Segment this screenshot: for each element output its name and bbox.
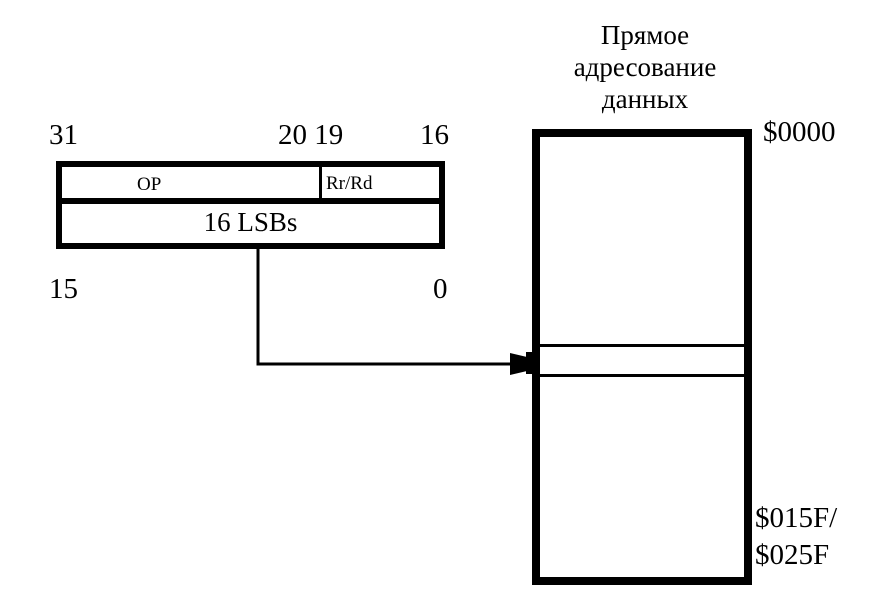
title-line-2: адресование	[573, 51, 717, 82]
bit-label-0: 0	[433, 273, 448, 305]
data-memory	[532, 129, 752, 585]
instruction-word: OP Rr/Rd 16 LSBs	[56, 161, 445, 249]
memory-end-address-2: $025F	[755, 539, 830, 571]
bit-label-31: 31	[49, 119, 78, 151]
addressed-cell-bottom	[540, 374, 744, 377]
bit-label-16: 16	[420, 119, 449, 151]
register-field-label: Rr/Rd	[326, 173, 373, 194]
arrow-tip	[526, 352, 534, 374]
memory-end-address-1: $015F/	[755, 502, 838, 534]
arrow-line	[256, 249, 511, 366]
addressed-cell-top	[540, 344, 744, 347]
title-line-3: данных	[601, 83, 689, 114]
memory-start-address: $0000	[763, 116, 836, 148]
bit-label-20-19: 20 19	[278, 119, 344, 151]
lsb-field-label: 16 LSBs	[203, 207, 298, 237]
arrow-head	[510, 353, 527, 375]
memory-title: Прямое адресование данных	[540, 20, 750, 116]
field-divider	[319, 167, 322, 204]
title-line-1: Прямое	[600, 20, 690, 50]
instruction-high-word: OP Rr/Rd	[62, 167, 439, 204]
op-field-label: OP	[137, 174, 162, 195]
bit-label-15: 15	[49, 273, 78, 305]
